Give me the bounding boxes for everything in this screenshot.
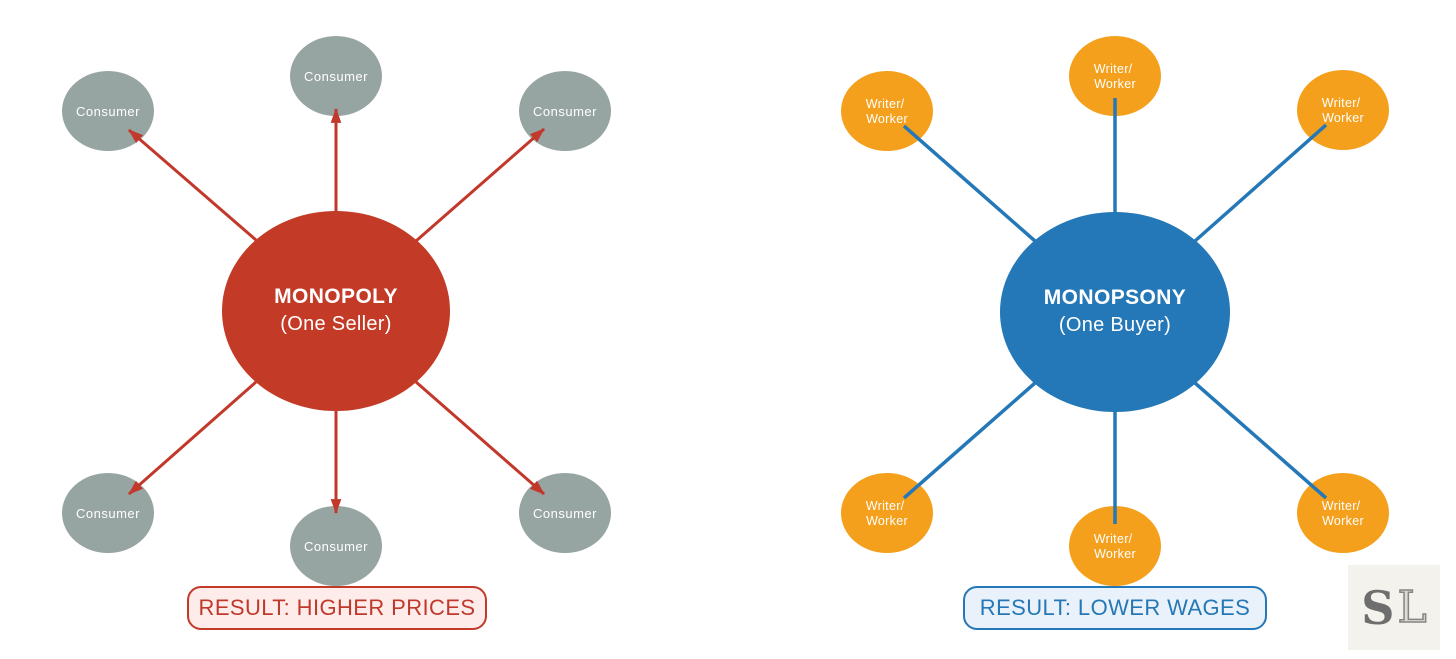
consumer-node-circle bbox=[290, 36, 382, 116]
monopsony-title: MONOPSONY bbox=[1044, 286, 1186, 309]
consumer-node-circle bbox=[290, 506, 382, 586]
monopoly-arrow bbox=[128, 128, 257, 242]
sl-logo-letter-s: S bbox=[1361, 580, 1395, 635]
monopsony-connector bbox=[902, 381, 1037, 500]
monopoly-arrow bbox=[415, 380, 545, 496]
sl-logo: S L bbox=[1348, 565, 1440, 650]
monopsony-subtitle: (One Buyer) bbox=[1059, 314, 1171, 336]
consumer-node-label: Consumer bbox=[533, 104, 597, 119]
worker-node-label: Writer/ Worker bbox=[1094, 532, 1136, 561]
monopoly-result-text: RESULT: HIGHER PRICES bbox=[198, 595, 476, 620]
worker-node-circle bbox=[1069, 36, 1161, 116]
monopsony-diagram: MONOPSONY (One Buyer) Writer/ Worker Wri… bbox=[841, 36, 1389, 586]
worker-node-circle bbox=[1069, 506, 1161, 586]
sl-logo-letter-l: L bbox=[1397, 581, 1428, 633]
monopoly-center-circle bbox=[222, 211, 450, 411]
consumer-node-label: Consumer bbox=[76, 506, 140, 521]
consumer-node-label: Consumer bbox=[304, 539, 368, 554]
monopoly-title: MONOPOLY bbox=[274, 285, 398, 308]
worker-node-label: Writer/ Worker bbox=[1322, 499, 1364, 528]
monopsony-result-text: RESULT: LOWER WAGES bbox=[979, 595, 1251, 620]
monopsony-connector bbox=[1193, 381, 1328, 500]
monopoly-arrow bbox=[128, 380, 257, 496]
worker-node-label: Writer/ Worker bbox=[866, 499, 908, 528]
monopoly-subtitle: (One Seller) bbox=[280, 313, 391, 335]
monopsony-result-badge: RESULT: LOWER WAGES bbox=[963, 586, 1267, 630]
worker-node-label: Writer/ Worker bbox=[1094, 62, 1136, 91]
monopoly-result-badge: RESULT: HIGHER PRICES bbox=[187, 586, 487, 630]
monopsony-connector bbox=[1193, 123, 1328, 243]
monopsony-center-circle bbox=[1000, 212, 1230, 412]
consumer-node-label: Consumer bbox=[533, 506, 597, 521]
consumer-node-label: Consumer bbox=[76, 104, 140, 119]
monopsony-connector bbox=[902, 124, 1037, 243]
consumer-node-label: Consumer bbox=[304, 69, 368, 84]
worker-node-label: Writer/ Worker bbox=[866, 97, 908, 126]
monopoly-arrow bbox=[415, 127, 545, 243]
worker-node-label: Writer/ Worker bbox=[1322, 96, 1364, 125]
monopoly-diagram: MONOPOLY (One Seller) Consumer Consumer … bbox=[62, 36, 611, 586]
